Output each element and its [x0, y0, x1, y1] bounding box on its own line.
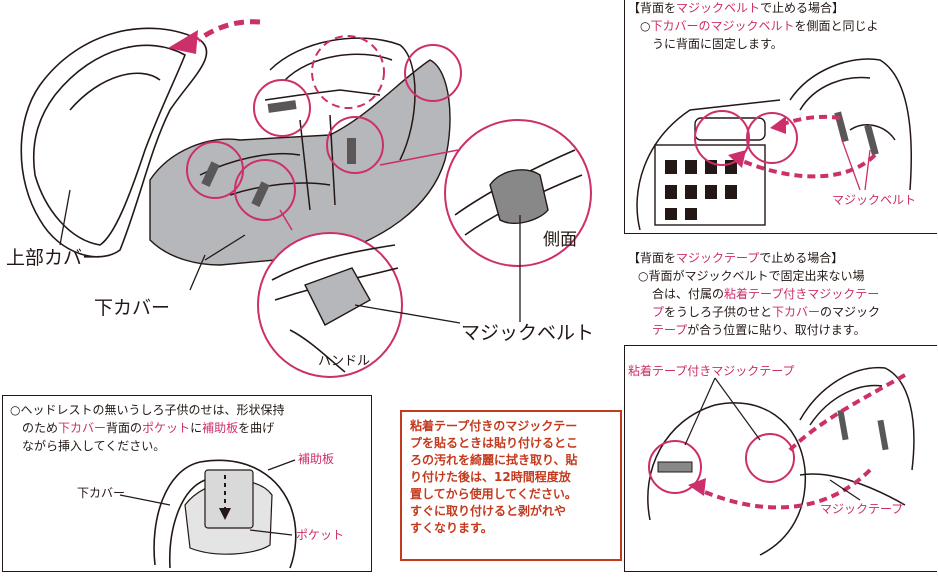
headrest-line-3: ながら挿入してください。 — [22, 439, 166, 453]
belt-keyword: 下カバーのマジックベルト — [650, 19, 795, 33]
tape-keyword: テープ — [652, 323, 688, 337]
headrest-text: に — [190, 421, 203, 435]
belt-line-1: ○下カバーのマジックベルトを側面と同じよ — [640, 18, 879, 35]
tape-text: をうしろ子供のせと — [664, 305, 773, 319]
belt-back-circle-1 — [694, 110, 750, 166]
headrest-dash-circle — [311, 35, 385, 109]
belt-section-box — [624, 0, 937, 234]
headrest-text: 背面の — [106, 421, 143, 435]
caution-line: すぐに取り付けると剥がれや — [410, 504, 567, 518]
tape-title-text: で止める場合】 — [759, 251, 844, 265]
headrest-line-1: ○ヘッドレストの無いうしろ子供のせは、形状保持 — [10, 403, 285, 417]
belt-title-text: で止める場合】 — [760, 1, 845, 15]
belt-circle-1 — [253, 79, 311, 137]
tape-line-2: 合は、付属の粘着テープ付きマジックテー — [652, 286, 879, 303]
caution-line: 粘着テープ付きのマジックテー — [410, 419, 578, 433]
lower-cover-shape — [149, 59, 451, 266]
tape-arrow-top — [788, 373, 906, 452]
tape-title-text: 【背面を — [628, 251, 677, 265]
insert-arrowhead — [219, 508, 231, 520]
tape-text: が合う位置に貼り、取付けます。 — [687, 323, 866, 337]
tape-arrow-bottom — [699, 468, 872, 510]
support-board-label: 補助板 — [298, 452, 335, 466]
caution-line: プを貼るときは貼り付けるとこ — [410, 436, 579, 450]
caution-line: り付けた後は、12時間程度放 — [410, 470, 571, 484]
belt-back-circle-2 — [746, 112, 798, 164]
belt-circle-3 — [326, 116, 384, 174]
fold-arrowhead — [168, 30, 198, 54]
belt-mark-2 — [347, 138, 356, 164]
tape-title-keyword: マジックテープ — [676, 251, 760, 265]
headrest-text: のため — [22, 421, 59, 435]
belt-back-label: マジックベルト — [832, 193, 917, 207]
adhesive-tape — [657, 461, 693, 473]
belt-text: ○ — [640, 19, 651, 33]
tape-line-4: テープが合う位置に貼り、取付けます。 — [652, 322, 866, 339]
tape-title: 【背面をマジックテープで止める場合】 — [628, 250, 843, 267]
headrest-keyword: ポケット — [142, 421, 191, 435]
belt-circle-2 — [404, 44, 462, 102]
side-label: 側面 — [543, 230, 577, 250]
headrest-line-2: のため下カバー背面のポケットに補助板を曲げ — [22, 420, 274, 437]
tape-circle-1 — [648, 440, 702, 494]
tape-keyword: プ — [652, 305, 665, 319]
belt-attach-arrow-bottom — [739, 153, 877, 179]
belt-title-keyword: マジックベルト — [676, 1, 761, 15]
pocket-label: ポケット — [296, 528, 345, 542]
belt-title: 【背面をマジックベルトで止める場合】 — [628, 0, 844, 17]
caution-line: すくなります。 — [410, 521, 493, 535]
side-belt — [489, 169, 549, 224]
fold-arrow — [196, 19, 261, 43]
caution-line: 置してから使用してください。 — [410, 487, 577, 501]
headrest-lower-cover-label: 下カバー — [77, 486, 126, 500]
tape-text: のマジック — [820, 305, 881, 319]
belt-mark-3 — [201, 161, 220, 187]
headrest-box — [2, 395, 372, 572]
lower-cover-label: 下カバー — [94, 297, 171, 319]
tape-circle-2 — [745, 433, 795, 483]
magic-tape-label: マジックテープ — [820, 502, 904, 516]
caution-text: 粘着テープ付きのマジックテー プを貼るときは貼り付けるとこ ろの汚れを綺麗に拭き… — [410, 418, 615, 537]
belt-circle-5 — [234, 159, 296, 221]
belt-text: を側面と同じよ — [794, 19, 879, 33]
headrest-keyword: 補助板 — [202, 421, 239, 435]
headrest-text: を曲げ — [238, 421, 275, 435]
belt-title-text: 【背面を — [628, 1, 677, 15]
seat-back-grid — [654, 144, 766, 226]
tape-line-3: プをうしろ子供のせと下カバーのマジック — [652, 304, 880, 321]
adhesive-tape-label: 粘着テープ付きマジックテープ — [628, 364, 795, 378]
handle-belt — [304, 267, 371, 326]
tape-keyword: 粘着テープ付きマジックテー — [724, 287, 880, 301]
tape-illustration-box — [624, 345, 937, 572]
upper-cover-label: 上部カバー — [6, 247, 102, 269]
handle-label: ハンドル — [318, 354, 371, 369]
support-board — [204, 469, 254, 529]
tape-keyword: 下カバー — [772, 305, 821, 319]
caution-box — [400, 410, 622, 561]
tape-text: 合は、付属の — [652, 287, 725, 301]
headrest-keyword: 下カバー — [58, 421, 107, 435]
tape-line-1: ○背面がマジックベルトで固定出来ない場 — [638, 269, 865, 283]
belt-mark-4 — [251, 181, 270, 207]
caution-line: ろの汚れを綺麗に拭き取り、貼 — [410, 453, 578, 467]
magic-belt-label: マジックベルト — [461, 322, 595, 344]
upper-cover-drawing — [20, 27, 208, 258]
belt-mark-1 — [267, 100, 297, 113]
belt-line-2: うに背面に固定します。 — [652, 37, 783, 51]
